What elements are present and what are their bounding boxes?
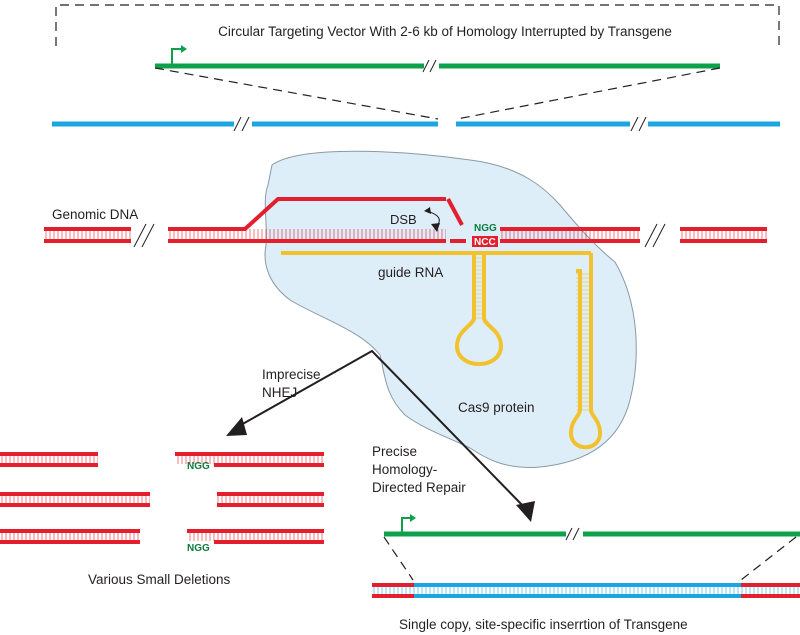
insertion-label: Single copy, site-specific inserrtion of… (399, 617, 688, 632)
pam-complement-label: NCC (474, 237, 496, 248)
hdr-outcome: Single copy, site-specific inserrtion of… (372, 514, 800, 632)
pam-label: NGG (474, 223, 497, 234)
vector-title: Circular Targeting Vector With 2-6 kb of… (218, 24, 672, 39)
nhej-label-line2: NHEJ (262, 385, 297, 400)
pam-label-row3: NGG (187, 543, 210, 554)
repair-arrow-icon (226, 349, 535, 522)
hdr-label-line3: Directed Repair (372, 480, 466, 495)
cas9-label: Cas9 protein (458, 400, 535, 415)
homology-arms-vector (52, 116, 780, 132)
hdr-label-line2: Homology- (372, 462, 437, 477)
projection-lines (154, 67, 721, 120)
guide-rna-label: guide RNA (378, 265, 443, 280)
guide-rna: guide RNA (281, 251, 603, 450)
targeting-vector-panel: Circular Targeting Vector With 2-6 kb of… (52, 4, 780, 132)
deletions-label: Various Small Deletions (88, 572, 231, 587)
dsb-label: DSB (390, 212, 417, 227)
genomic-dna-label: Genomic DNA (52, 207, 138, 222)
promoter-arrow-icon-hdr (401, 514, 416, 532)
genomic-dna: Genomic DNA NGG NCC DSB (44, 197, 767, 248)
pam-label-row1: NGG (187, 461, 210, 472)
nhej-label-line1: Imprecise (262, 367, 321, 382)
deletion-outcomes: NGG NGG Various Small Deletions (0, 452, 324, 587)
hdr-label-line1: Precise (372, 444, 417, 459)
break-slash-icon (422, 59, 437, 73)
promoter-arrow-icon (171, 45, 187, 64)
dsb-arrows-icon (424, 207, 440, 232)
